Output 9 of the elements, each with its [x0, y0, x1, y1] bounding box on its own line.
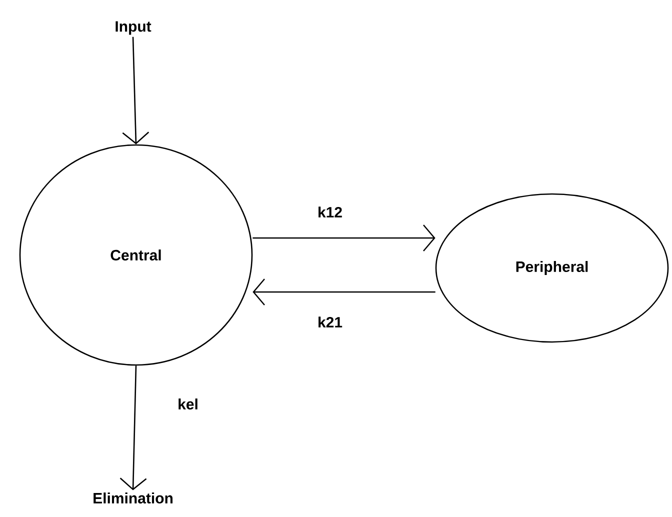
node-label: Elimination: [94, 492, 172, 504]
node-label: Input: [116, 21, 152, 35]
arrow: [252, 224, 436, 252]
arrow: [120, 366, 147, 490]
arrow: [252, 278, 436, 306]
edge-label: k21: [318, 316, 342, 328]
edge-label: k12: [318, 206, 342, 218]
arrow: [122, 36, 150, 144]
edge-label: kel: [178, 398, 198, 410]
